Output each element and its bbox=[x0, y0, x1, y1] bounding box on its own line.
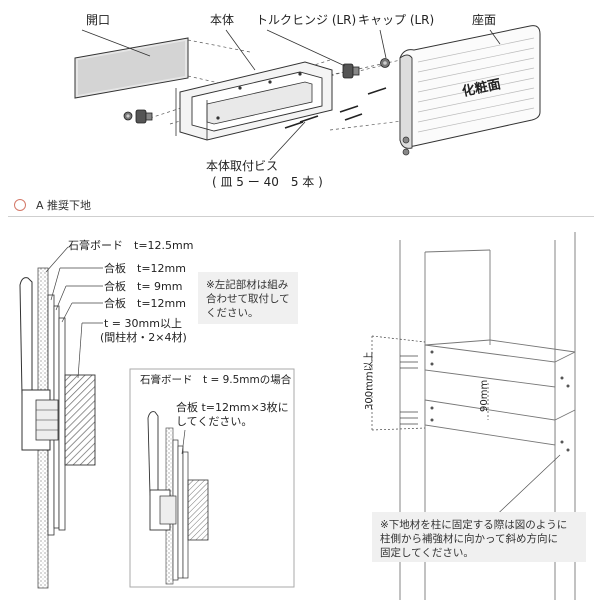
body-frame bbox=[175, 29, 333, 141]
plywood-layer-3 bbox=[58, 317, 66, 531]
stud-layer bbox=[64, 374, 96, 466]
left-note: ※左記部材は組み 合わせて取付して ください。 bbox=[198, 272, 298, 324]
exploded-assembly-diagram bbox=[74, 25, 541, 161]
label-stud-line2: (間柱材・2×4材) bbox=[100, 331, 187, 344]
inset-label-line1: 合板 t=12mm×3枚に bbox=[176, 401, 289, 414]
label-stud-line1: t = 30mm以上 bbox=[104, 317, 182, 330]
label-seat: 座面 bbox=[472, 13, 497, 27]
inset-label-line2: してください。 bbox=[176, 415, 253, 428]
cap-parts bbox=[123, 58, 390, 121]
mounting-screws bbox=[284, 87, 387, 129]
label-screws-line1: 本体取付ビス bbox=[206, 159, 279, 173]
label-plywood-3: 合板 t=12mm bbox=[104, 297, 186, 310]
seat-lid bbox=[399, 25, 541, 156]
label-screws-line2: ( 皿 5 ー 40 5 本 ) bbox=[212, 175, 323, 189]
torque-hinge-parts bbox=[135, 63, 360, 124]
label-torque-hinge: トルクヒンジ (LR) bbox=[256, 13, 357, 27]
section-title: A 推奨下地 bbox=[36, 199, 92, 212]
section-circle-icon bbox=[14, 199, 26, 211]
label-opening: 開口 bbox=[86, 13, 111, 27]
dim-90mm: 90mm bbox=[479, 379, 490, 412]
hinge-section bbox=[19, 277, 59, 451]
section-header: A 推奨下地 bbox=[8, 194, 594, 217]
dim-300mm: 300mm以上 bbox=[364, 351, 375, 410]
inset-header: 石膏ボード t = 9.5mmの場合 bbox=[140, 374, 292, 386]
cross-section-diagram bbox=[19, 246, 103, 589]
label-cap: キャップ (LR) bbox=[358, 13, 435, 27]
label-body: 本体 bbox=[210, 13, 235, 27]
label-plywood-1: 合板 t=12mm bbox=[104, 262, 186, 275]
label-plywood-2: 合板 t= 9mm bbox=[104, 280, 183, 293]
right-note: ※下地材を柱に固定する際は図のように 柱側から補強材に向かって斜め方向に 固定し… bbox=[372, 512, 586, 562]
label-gypsum: 石膏ボード t=12.5mm bbox=[68, 239, 194, 252]
inset-diagram bbox=[129, 368, 295, 588]
